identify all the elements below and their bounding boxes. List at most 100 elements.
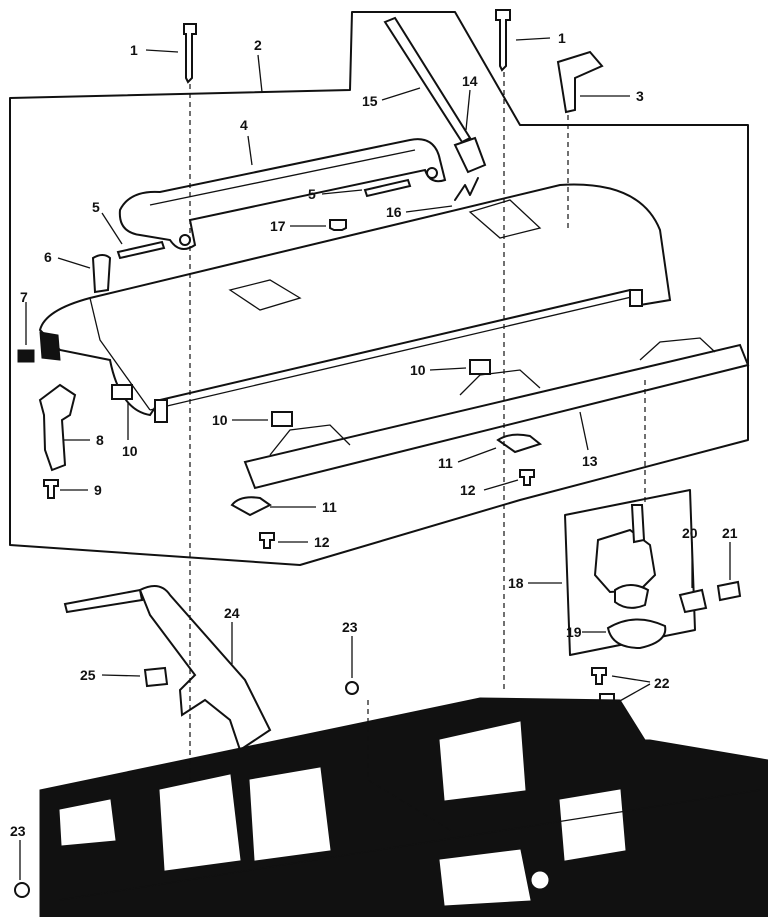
callout-10b: 10 [212, 412, 268, 428]
upper-assembly-boundary [9, 11, 749, 566]
callout-24: 24 [224, 605, 240, 664]
callout-1b: 1 [515, 30, 566, 46]
spring-pin [383, 16, 472, 144]
set-screw [17, 349, 35, 363]
callout-23a: 23 [342, 619, 358, 678]
pin [363, 178, 412, 198]
clip [496, 433, 543, 454]
thread-guide [454, 177, 479, 201]
clip-tab [469, 359, 491, 375]
screw-small [716, 580, 742, 602]
callout-2: 2 [254, 37, 263, 93]
callout-4: 4 [240, 117, 253, 166]
svg-text:24: 24 [224, 605, 240, 621]
screw-small [259, 532, 275, 549]
callout-14: 14 [462, 73, 478, 131]
clip [230, 496, 272, 517]
callout-1a: 1 [130, 42, 179, 58]
callout-25: 25 [80, 667, 141, 683]
bobbin-assembly [593, 504, 657, 609]
lever [63, 585, 272, 752]
callout-17: 17 [270, 218, 326, 234]
front-rail [243, 337, 750, 490]
washer [606, 618, 667, 650]
svg-text:3: 3 [636, 88, 644, 104]
knob [556, 50, 604, 114]
plug [91, 254, 112, 294]
svg-text:9: 9 [94, 482, 102, 498]
svg-text:2: 2 [254, 37, 262, 53]
alignment-line [367, 700, 451, 831]
callout-18: 18 [508, 575, 562, 591]
pin [116, 240, 166, 260]
svg-text:23: 23 [10, 823, 26, 839]
screw-cap [329, 219, 347, 231]
svg-text:4: 4 [240, 117, 248, 133]
svg-text:10: 10 [122, 443, 138, 459]
callout-19: 19 [566, 624, 606, 640]
latch [38, 383, 77, 472]
callout-3: 3 [580, 88, 644, 104]
callout-8: 8 [64, 432, 104, 448]
callout-10c: 10 [410, 362, 467, 378]
screw-small [43, 479, 59, 499]
callout-5b: 5 [92, 199, 123, 245]
svg-text:15: 15 [362, 93, 378, 109]
svg-text:10: 10 [212, 412, 228, 428]
callout-7: 7 [20, 289, 28, 345]
svg-text:7: 7 [20, 289, 28, 305]
screw [183, 23, 197, 84]
svg-text:22: 22 [654, 675, 670, 691]
callout-16: 16 [386, 204, 453, 220]
screw-small [591, 667, 607, 685]
carrying-handle [118, 138, 447, 250]
nut [345, 681, 359, 695]
callout-11b: 11 [438, 447, 497, 471]
callout-21: 21 [722, 525, 738, 580]
top-cover [38, 183, 672, 423]
svg-text:14: 14 [462, 73, 478, 89]
clip-tab [271, 411, 293, 427]
screw-small [519, 469, 535, 486]
svg-text:21: 21 [722, 525, 738, 541]
callout-23b: 23 [10, 823, 26, 880]
callout-15: 15 [362, 87, 421, 109]
callout-5a: 5 [308, 186, 363, 202]
svg-text:25: 25 [80, 667, 96, 683]
svg-text:17: 17 [270, 218, 286, 234]
bushing [453, 136, 487, 174]
callout-20: 20 [682, 525, 698, 588]
bobbin-assembly-boundary [564, 489, 696, 656]
svg-text:10: 10 [410, 362, 426, 378]
clip-tab [111, 384, 133, 400]
callout-10a: 10 [122, 402, 138, 459]
svg-text:1: 1 [558, 30, 566, 46]
callout-13: 13 [579, 411, 598, 469]
bracket [678, 588, 708, 614]
svg-text:20: 20 [682, 525, 698, 541]
callout-22: 22 [611, 675, 670, 703]
svg-text:23: 23 [342, 619, 358, 635]
svg-text:5: 5 [92, 199, 100, 215]
svg-text:13: 13 [582, 453, 598, 469]
svg-text:11: 11 [438, 455, 453, 471]
callout-12b: 12 [460, 479, 519, 498]
svg-text:8: 8 [96, 432, 104, 448]
callout-11a: 11 [270, 499, 337, 515]
svg-text:12: 12 [460, 482, 476, 498]
svg-text:12: 12 [314, 534, 330, 550]
screw [495, 9, 511, 72]
screw-small [143, 666, 169, 688]
machine-base [39, 697, 768, 917]
callout-9: 9 [60, 482, 102, 498]
svg-text:1: 1 [130, 42, 138, 58]
callout-6: 6 [44, 249, 91, 269]
nut [14, 882, 30, 898]
svg-text:5: 5 [308, 186, 316, 202]
svg-text:16: 16 [386, 204, 402, 220]
callout-12a: 12 [278, 534, 330, 550]
svg-text:11: 11 [322, 499, 337, 515]
svg-text:6: 6 [44, 249, 52, 265]
svg-text:18: 18 [508, 575, 524, 591]
